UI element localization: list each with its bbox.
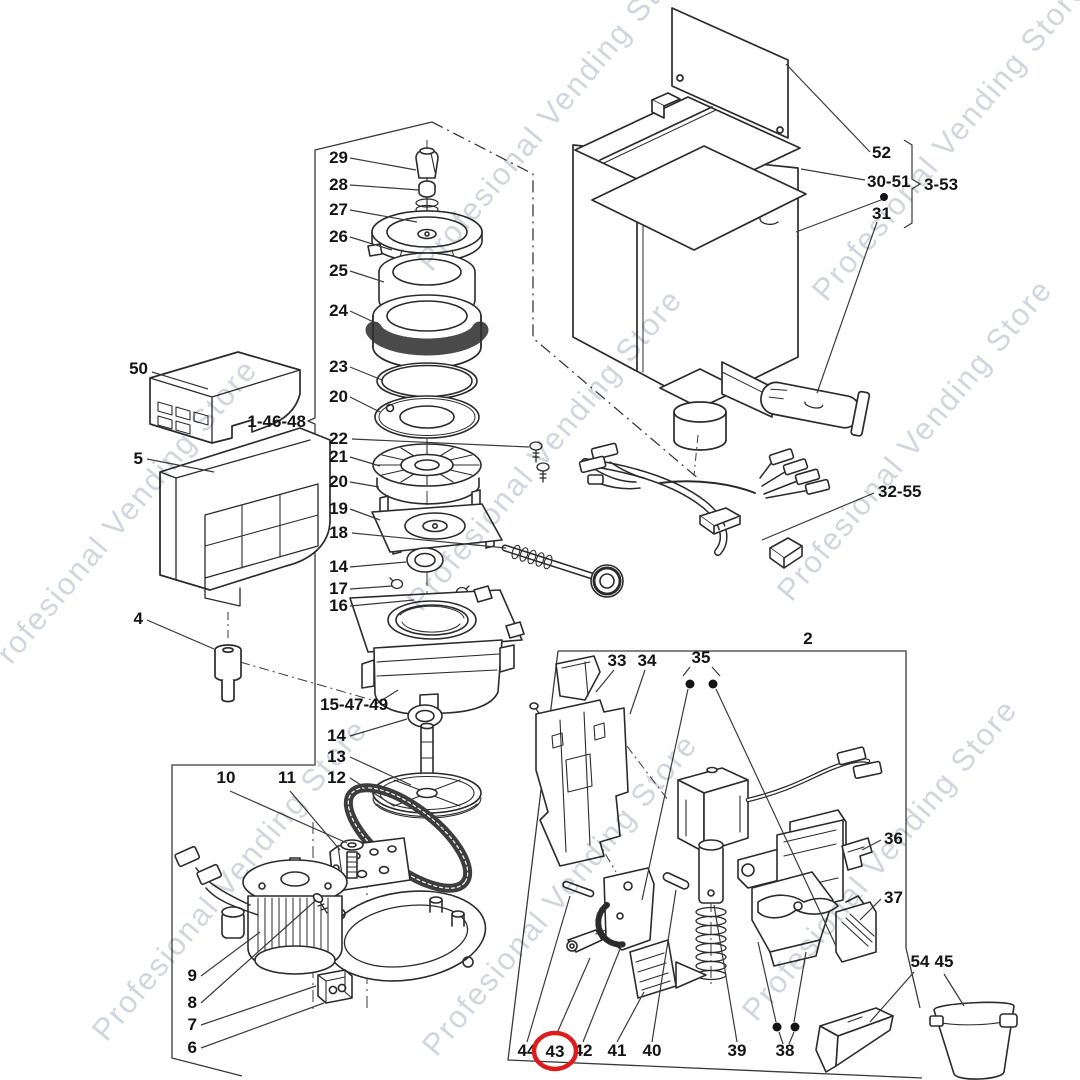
label-21: 21 [329,447,348,466]
screw-dot [685,679,695,689]
label-38: 38 [776,1041,795,1060]
wiring-harness-drawing [578,442,831,569]
motor-assembly-drawing [174,837,487,1004]
screw-dot [790,1022,800,1032]
label-39: 39 [728,1041,747,1060]
highlight-circle-43 [531,1030,579,1072]
label-11: 11 [278,768,296,787]
label-28: 28 [329,175,348,194]
screw-dot [880,193,888,201]
label-5: 5 [134,449,143,468]
label-42: 42 [574,1041,593,1060]
label-27: 27 [329,200,348,219]
label-31: 31 [872,204,891,223]
label-23: 23 [329,357,348,376]
label-18: 18 [329,523,348,542]
label-20b: 20 [329,472,348,491]
label-35: 35 [692,648,711,667]
label-25: 25 [329,261,348,280]
label-45: 45 [935,952,954,971]
label-19: 19 [329,499,348,518]
label-43: 43 [546,1042,565,1061]
label-24: 24 [329,301,348,320]
covers-drawing [149,351,331,703]
label-34: 34 [638,651,657,670]
label-22: 22 [329,429,348,448]
label-4: 4 [134,609,144,628]
label-12: 12 [327,768,346,787]
label-14a: 14 [329,557,348,576]
label-54: 54 [911,952,930,971]
label-52: 52 [872,143,891,162]
doser-assembly-drawing [529,655,1018,1080]
label-2: 2 [803,629,812,648]
label-8: 8 [188,993,197,1012]
label-14b: 14 [327,726,346,745]
label-41: 41 [608,1041,627,1060]
label-32-55: 32-55 [878,482,921,501]
label-44: 44 [518,1041,537,1060]
label-29: 29 [329,148,348,167]
label-50: 50 [129,359,148,378]
label-6: 6 [188,1038,197,1057]
label-40: 40 [643,1041,662,1060]
label-9: 9 [188,966,197,985]
label-16: 16 [329,596,348,615]
label-1-46-48: 1-46-48 [247,412,306,431]
leader-lines [146,63,965,1049]
part-labels: 29 28 27 26 25 24 23 20 22 21 20 19 18 1… [129,143,958,1061]
label-7: 7 [188,1015,197,1034]
label-33: 33 [608,651,627,670]
bean-hopper-drawing [572,7,871,451]
label-10: 10 [217,768,236,787]
grinder-stack-drawing [343,147,624,893]
label-20a: 20 [329,387,348,406]
label-30-51: 30-51 [867,172,910,191]
label-15-47-49: 15-47-49 [320,695,388,714]
screw-dot [772,1022,782,1032]
label-13: 13 [327,747,346,766]
label-26: 26 [329,227,348,246]
label-36: 36 [884,829,903,848]
label-17: 17 [329,579,348,598]
label-3-53: 3-53 [924,175,958,194]
screw-dot [708,679,718,689]
label-37: 37 [884,888,903,907]
